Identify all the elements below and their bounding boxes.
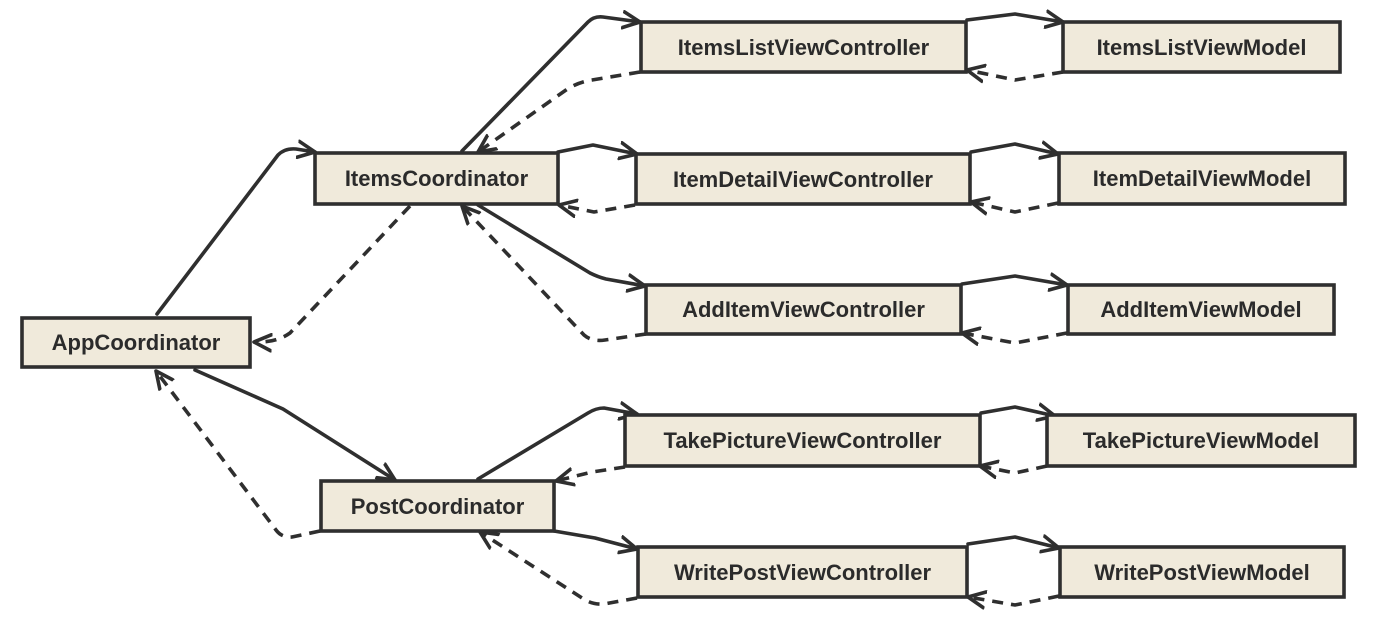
edge-writepostvc-to-writepostvm: [966, 537, 1061, 548]
edge-app-to-post: [193, 368, 397, 482]
edge-items-to-itemdetailvc: [556, 145, 639, 154]
edge-additemvc-to-additemvm: [960, 276, 1069, 285]
edge-items-to-app: [254, 204, 412, 342]
edge-itemdetailvm-to-itemdetailvc: [971, 202, 1059, 212]
node-item-detail-view-controller: ItemDetailViewController: [634, 152, 972, 206]
nodes-layer: AppCoordinator ItemsCoordinator PostCoor…: [20, 20, 1357, 599]
node-items-list-view-controller: ItemsListViewController: [639, 20, 968, 74]
edge-additemvm-to-additemvc: [962, 333, 1068, 343]
node-items-list-view-controller-label: ItemsListViewController: [678, 35, 930, 60]
node-add-item-view-model-label: AddItemViewModel: [1100, 297, 1301, 322]
node-take-picture-view-controller: TakePictureViewController: [623, 413, 982, 468]
edge-takepicturevc-to-post: [556, 465, 626, 481]
edge-itemslistvc-to-itemslistvm: [965, 14, 1065, 22]
edge-itemdetailvc-to-items: [559, 205, 636, 212]
node-items-coordinator-label: ItemsCoordinator: [345, 166, 529, 191]
edge-writepostvm-to-writepostvc: [968, 596, 1060, 605]
node-write-post-view-controller-label: WritePostViewController: [674, 560, 932, 585]
edge-post-to-app: [156, 371, 321, 539]
node-post-coordinator-label: PostCoordinator: [351, 494, 525, 519]
edge-post-to-takepicturevc: [476, 408, 639, 481]
node-add-item-view-controller: AddItemViewController: [644, 283, 963, 336]
edge-takepicturevc-to-takepicturevm: [979, 407, 1057, 416]
edge-itemslistvc-to-items: [478, 70, 641, 152]
node-write-post-view-model: WritePostViewModel: [1058, 545, 1346, 599]
edge-writepostvc-to-post: [480, 532, 638, 606]
node-add-item-view-controller-label: AddItemViewController: [682, 297, 925, 322]
edge-additemvc-to-items: [462, 206, 647, 343]
edge-items-to-itemslistvc: [460, 17, 642, 153]
node-app-coordinator: AppCoordinator: [20, 316, 252, 369]
edge-itemdetailvc-to-itemdetailvm: [969, 144, 1060, 154]
edges-layer: [155, 14, 1069, 606]
edge-itemslistvm-to-itemslistvc: [967, 70, 1064, 80]
node-item-detail-view-model: ItemDetailViewModel: [1057, 151, 1347, 206]
node-add-item-view-model: AddItemViewModel: [1066, 283, 1336, 336]
node-take-picture-view-model-label: TakePictureViewModel: [1083, 428, 1319, 453]
node-post-coordinator: PostCoordinator: [319, 479, 556, 533]
node-write-post-view-controller: WritePostViewController: [636, 545, 969, 599]
node-app-coordinator-label: AppCoordinator: [52, 330, 221, 355]
node-items-coordinator: ItemsCoordinator: [313, 151, 560, 206]
edge-takepicturevm-to-takepicturevc: [980, 466, 1048, 473]
node-take-picture-view-model: TakePictureViewModel: [1045, 413, 1357, 468]
node-item-detail-view-model-label: ItemDetailViewModel: [1093, 166, 1311, 191]
edge-app-to-items: [155, 149, 317, 316]
node-items-list-view-model-label: ItemsListViewModel: [1097, 35, 1307, 60]
edge-post-to-writepostvc: [552, 529, 639, 549]
node-write-post-view-model-label: WritePostViewModel: [1094, 560, 1310, 585]
node-take-picture-view-controller-label: TakePictureViewController: [664, 428, 942, 453]
edge-items-to-additemvc: [476, 203, 647, 286]
node-items-list-view-model: ItemsListViewModel: [1061, 20, 1342, 74]
node-item-detail-view-controller-label: ItemDetailViewController: [673, 167, 933, 192]
